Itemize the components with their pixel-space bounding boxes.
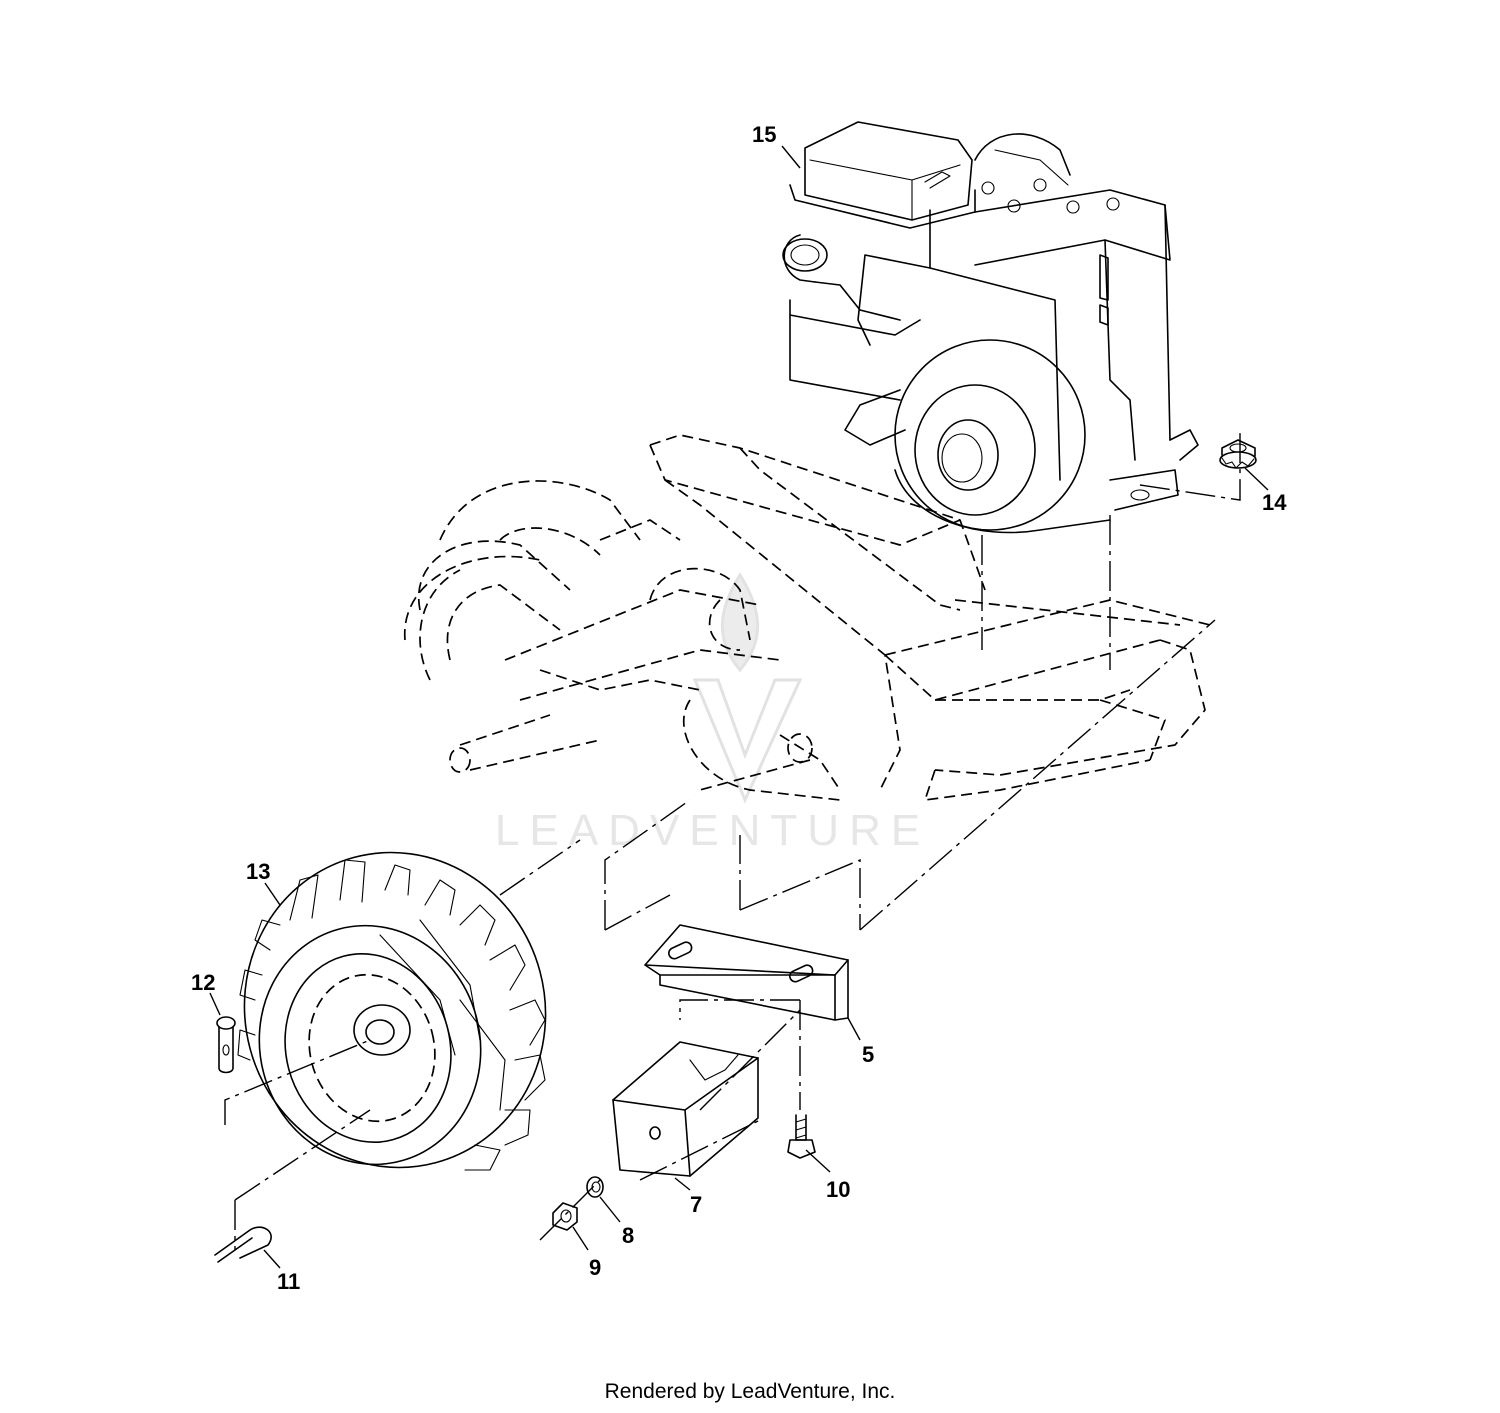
callout-9: 9 [589,1255,601,1280]
flange-nut [1219,439,1257,469]
callout-7: 7 [690,1192,702,1217]
watermark-text: LEADVENTURE [495,806,930,855]
hex-nut [552,1202,578,1231]
tiller-frame-phantom [404,434,1211,801]
callout-12: 12 [191,970,215,995]
hair-pin-clip [214,1226,272,1263]
callout-5: 5 [862,1042,874,1067]
hex-bolt [787,1114,816,1159]
assembly-centerlines [224,430,1241,1250]
engine [782,121,1199,534]
rubber-block [612,1041,759,1177]
callouts: 15 14 13 12 11 5 7 10 8 9 [191,122,1287,1294]
clevis-pin [216,1016,236,1074]
callout-8: 8 [622,1223,634,1248]
bracket [644,924,849,1021]
callout-14: 14 [1262,490,1287,515]
footer-credit: Rendered by LeadVenture, Inc. [604,1380,896,1403]
callout-10: 10 [826,1177,850,1202]
lock-washer [586,1176,604,1198]
callout-11: 11 [277,1269,300,1294]
callout-13: 13 [246,859,270,884]
watermark: LEADVENTURE [495,572,930,855]
callout-15: 15 [752,122,776,147]
leader-lines [209,145,1269,1269]
wheel-tire [237,851,547,1171]
